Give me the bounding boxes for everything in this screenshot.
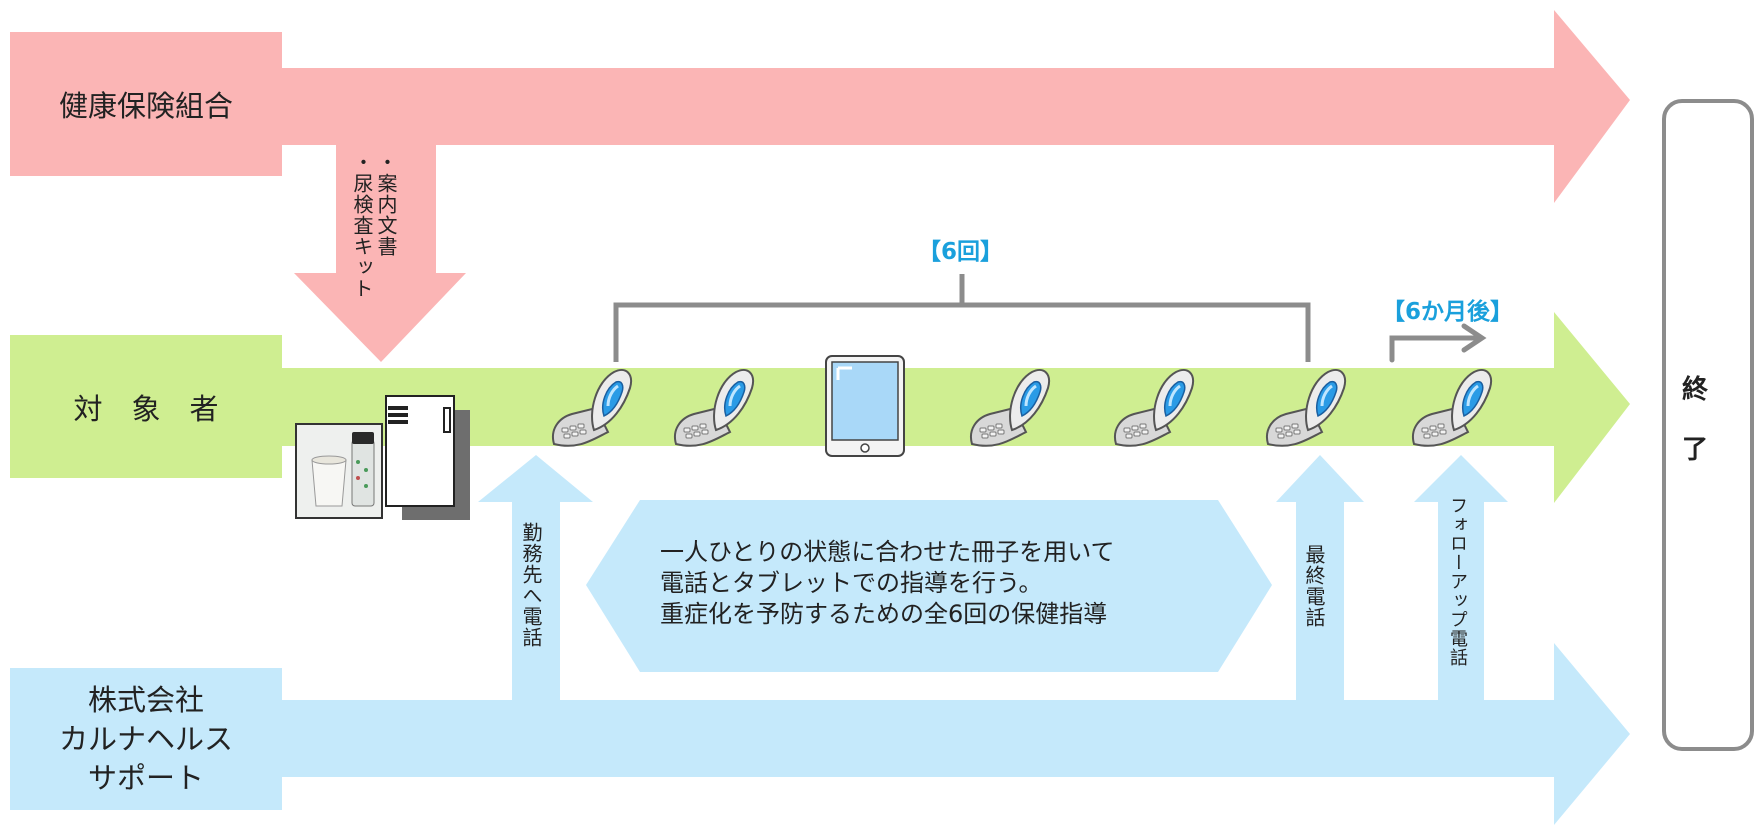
- end-label: 終 了: [1660, 360, 1730, 480]
- end-box: [1662, 99, 1754, 751]
- session-count-label: 【6回】: [918, 239, 1004, 265]
- description-line: 一人ひとりの状態に合わせた冊子を用いて: [660, 538, 1115, 566]
- program-description: 一人ひとりの状態に合わせた冊子を用いて 電話とタブレットでの指導を行う。 重症化…: [660, 537, 1220, 630]
- insurer-lane-label: 健康保険組合: [10, 32, 282, 176]
- urine-kit-photo: [295, 423, 383, 519]
- subject-lane-label: 対 象 者: [10, 335, 282, 478]
- insurer-lane-arrow: [10, 10, 1630, 203]
- subject-lane-arrow: [10, 312, 1630, 503]
- insurer-arrow-label-2: ・尿検査キット: [350, 152, 374, 299]
- followup-timing-label: 【6か月後】: [1382, 299, 1514, 325]
- description-line: 電話とタブレットでの指導を行う。: [660, 569, 1043, 597]
- tablet-icon: [825, 355, 905, 457]
- sessions-bracket: [613, 274, 1311, 362]
- insurer-down-arrow: [294, 140, 466, 362]
- followup-call-label: フォローアップ電話: [1447, 496, 1468, 667]
- work-call-arrow: [478, 455, 593, 700]
- description-hexagon: [586, 500, 1272, 672]
- description-line: 重症化を予防するための全6回の保健指導: [660, 600, 1108, 628]
- end-label-char: 了: [1681, 435, 1708, 465]
- followup-call-arrow: [1414, 455, 1508, 700]
- end-label-char: 終: [1681, 375, 1708, 405]
- provider-lane-label: 株式会社 カルナヘルス サポート: [10, 668, 282, 810]
- provider-label-line: サポート: [87, 760, 204, 795]
- final-call-label: 最終電話: [1302, 544, 1326, 628]
- provider-label-line: 株式会社: [87, 682, 204, 717]
- subject-label-text: 対 象 者: [73, 391, 219, 426]
- guide-document-icon: [385, 395, 470, 520]
- insurer-arrow-label-1: ・案内文書: [374, 152, 398, 257]
- insurer-label-text: 健康保険組合: [58, 89, 233, 123]
- work-call-label: 勤務先へ電話: [519, 522, 543, 648]
- followup-bent-arrow: [1389, 323, 1487, 363]
- final-call-arrow: [1276, 455, 1364, 700]
- provider-label-line: カルナヘルス: [58, 721, 233, 756]
- provider-lane-arrow: [10, 643, 1630, 825]
